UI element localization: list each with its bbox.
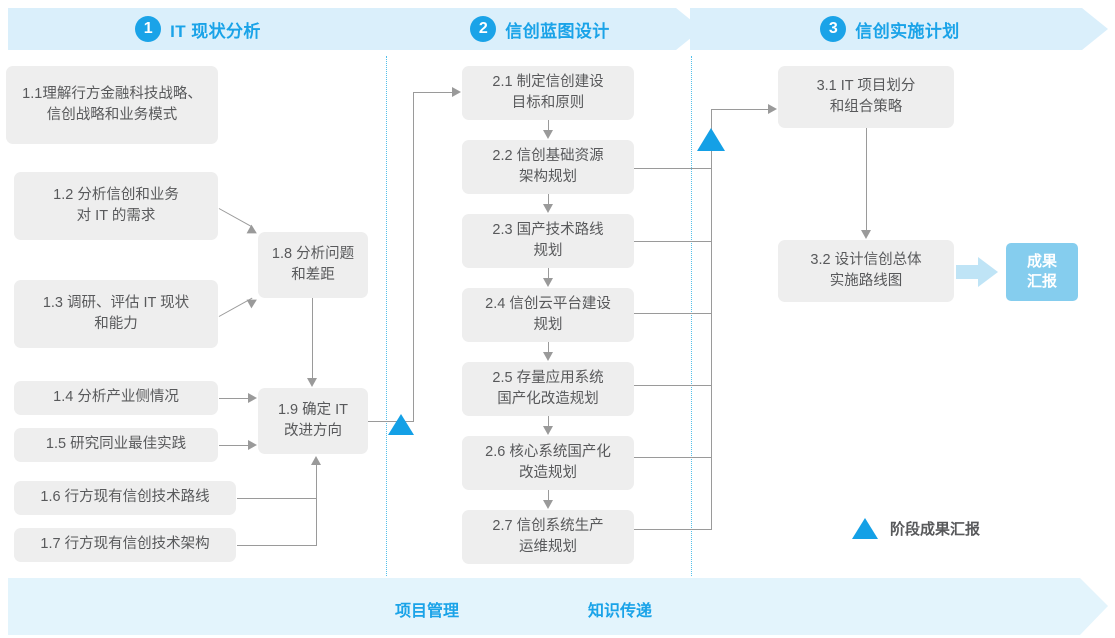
connector-bus-to-3-1-arrowhead bbox=[768, 104, 777, 114]
connector-2-5-to-2-6-arrowhead bbox=[543, 426, 553, 435]
task-box-2-4[interactable]: 2.4 信创云平台建设 规划 bbox=[462, 288, 634, 342]
task-box-1-7[interactable]: 1.7 行方现有信创技术架构 bbox=[14, 528, 236, 562]
connector-2-3-to-2-4-arrowhead bbox=[543, 278, 553, 287]
task-box-1-9[interactable]: 1.9 确定 IT 改进方向 bbox=[258, 388, 368, 454]
connector-1-4-to-1-9-arrowhead bbox=[248, 393, 257, 403]
connector-2-1-to-2-2-arrowhead bbox=[543, 130, 553, 139]
phase-label-2: 信创蓝图设计 bbox=[505, 21, 610, 41]
task-box-1-4[interactable]: 1.4 分析产业侧情况 bbox=[14, 381, 218, 415]
connector-1-8-to-1-9-arrowhead bbox=[307, 378, 317, 387]
task-box-1-3[interactable]: 1.3 调研、评估 IT 现状 和能力 bbox=[14, 280, 218, 348]
connector-1-3-to-1-8-arrowhead bbox=[246, 295, 260, 309]
connector-2-5-to-2-6 bbox=[548, 416, 549, 427]
connector-2-4-to-bus bbox=[634, 313, 712, 314]
task-box-2-1[interactable]: 2.1 制定信创建设 目标和原则 bbox=[462, 66, 634, 120]
connector-2-2-to-2-3-arrowhead bbox=[543, 204, 553, 213]
connector-2-3-to-bus bbox=[634, 241, 712, 242]
phase-header-3[interactable]: 3 信创实施计划 bbox=[690, 8, 1090, 50]
connector-1-7-to-bus bbox=[237, 545, 317, 546]
task-box-1-1[interactable]: 1.1理解行方金融科技战略、 信创战略和业务模式 bbox=[6, 66, 218, 144]
connector-1-9-riser bbox=[413, 92, 414, 422]
legend-triangle-icon bbox=[852, 518, 878, 539]
connector-1-5-to-1-9 bbox=[219, 445, 249, 446]
connector-1-4-to-1-9 bbox=[219, 398, 249, 399]
connector-2-4-to-2-5-arrowhead bbox=[543, 352, 553, 361]
connector-bus-1-6-7 bbox=[316, 465, 317, 546]
task-box-2-5[interactable]: 2.5 存量应用系统 国产化改造规划 bbox=[462, 362, 634, 416]
outcome-badge[interactable]: 成果 汇报 bbox=[1006, 243, 1078, 301]
phase-label-3: 信创实施计划 bbox=[855, 21, 960, 41]
connector-2-4-to-2-5 bbox=[548, 342, 549, 353]
connector-2-3-to-2-4 bbox=[548, 268, 549, 279]
phase-number-3: 3 bbox=[820, 16, 847, 42]
task-box-1-8[interactable]: 1.8 分析问题 和差距 bbox=[258, 232, 368, 298]
phase-header-2[interactable]: 2 信创蓝图设计 bbox=[386, 8, 694, 50]
connector-2-1-to-2-2 bbox=[548, 120, 549, 131]
connector-3-1-to-3-2-arrowhead bbox=[861, 230, 871, 239]
connector-to-2-1 bbox=[413, 92, 453, 93]
connector-3-1-to-3-2 bbox=[866, 128, 867, 230]
connector-2-6-to-bus bbox=[634, 457, 712, 458]
footer-label-project-management[interactable]: 项目管理 bbox=[395, 603, 460, 620]
outcome-arrow-icon bbox=[956, 257, 998, 287]
connector-1-2-to-1-8 bbox=[218, 208, 253, 228]
task-box-1-2[interactable]: 1.2 分析信创和业务 对 IT 的需求 bbox=[14, 172, 218, 240]
phase-number-1: 1 bbox=[135, 16, 162, 42]
phase-divider-2-3 bbox=[691, 56, 692, 576]
legend-label: 阶段成果汇报 bbox=[890, 521, 981, 538]
connector-1-8-to-1-9 bbox=[312, 298, 313, 378]
task-box-2-6[interactable]: 2.6 核心系统国产化 改造规划 bbox=[462, 436, 634, 490]
phase-divider-1-2 bbox=[386, 56, 387, 576]
connector-1-6-to-bus bbox=[237, 498, 317, 499]
connector-bus-to-3-1 bbox=[711, 109, 769, 110]
connector-2-2-to-bus bbox=[634, 168, 712, 169]
milestone-triangle-stage1 bbox=[388, 414, 414, 435]
connector-2-7-to-bus bbox=[634, 529, 712, 530]
task-box-1-5[interactable]: 1.5 研究同业最佳实践 bbox=[14, 428, 218, 462]
phase-label-1: IT 现状分析 bbox=[170, 21, 261, 41]
connector-bus-to-1-9-arrowhead bbox=[311, 456, 321, 465]
phase-number-2: 2 bbox=[470, 16, 497, 42]
task-box-2-3[interactable]: 2.3 国产技术路线 规划 bbox=[462, 214, 634, 268]
task-box-3-1[interactable]: 3.1 IT 项目划分 和组合策略 bbox=[778, 66, 954, 128]
phase-header-1[interactable]: 1 IT 现状分析 bbox=[8, 8, 388, 50]
connector-to-2-1-arrowhead bbox=[452, 87, 461, 97]
task-box-3-2[interactable]: 3.2 设计信创总体 实施路线图 bbox=[778, 240, 954, 302]
task-box-1-6[interactable]: 1.6 行方现有信创技术路线 bbox=[14, 481, 236, 515]
legend: 阶段成果汇报 bbox=[852, 518, 980, 539]
connector-1-5-to-1-9-arrowhead bbox=[248, 440, 257, 450]
task-box-2-7[interactable]: 2.7 信创系统生产 运维规划 bbox=[462, 510, 634, 564]
footer-label-knowledge-transfer[interactable]: 知识传递 bbox=[588, 603, 653, 620]
connector-2-2-to-2-3 bbox=[548, 194, 549, 205]
connector-2-5-to-bus bbox=[634, 385, 712, 386]
connector-2-6-to-2-7 bbox=[548, 490, 549, 501]
task-box-2-2[interactable]: 2.2 信创基础资源 架构规划 bbox=[462, 140, 634, 194]
connector-stage2-bus-rail bbox=[711, 109, 712, 530]
footer-band-shape bbox=[8, 578, 1108, 635]
connector-2-6-to-2-7-arrowhead bbox=[543, 500, 553, 509]
milestone-triangle-stage2 bbox=[697, 128, 725, 151]
